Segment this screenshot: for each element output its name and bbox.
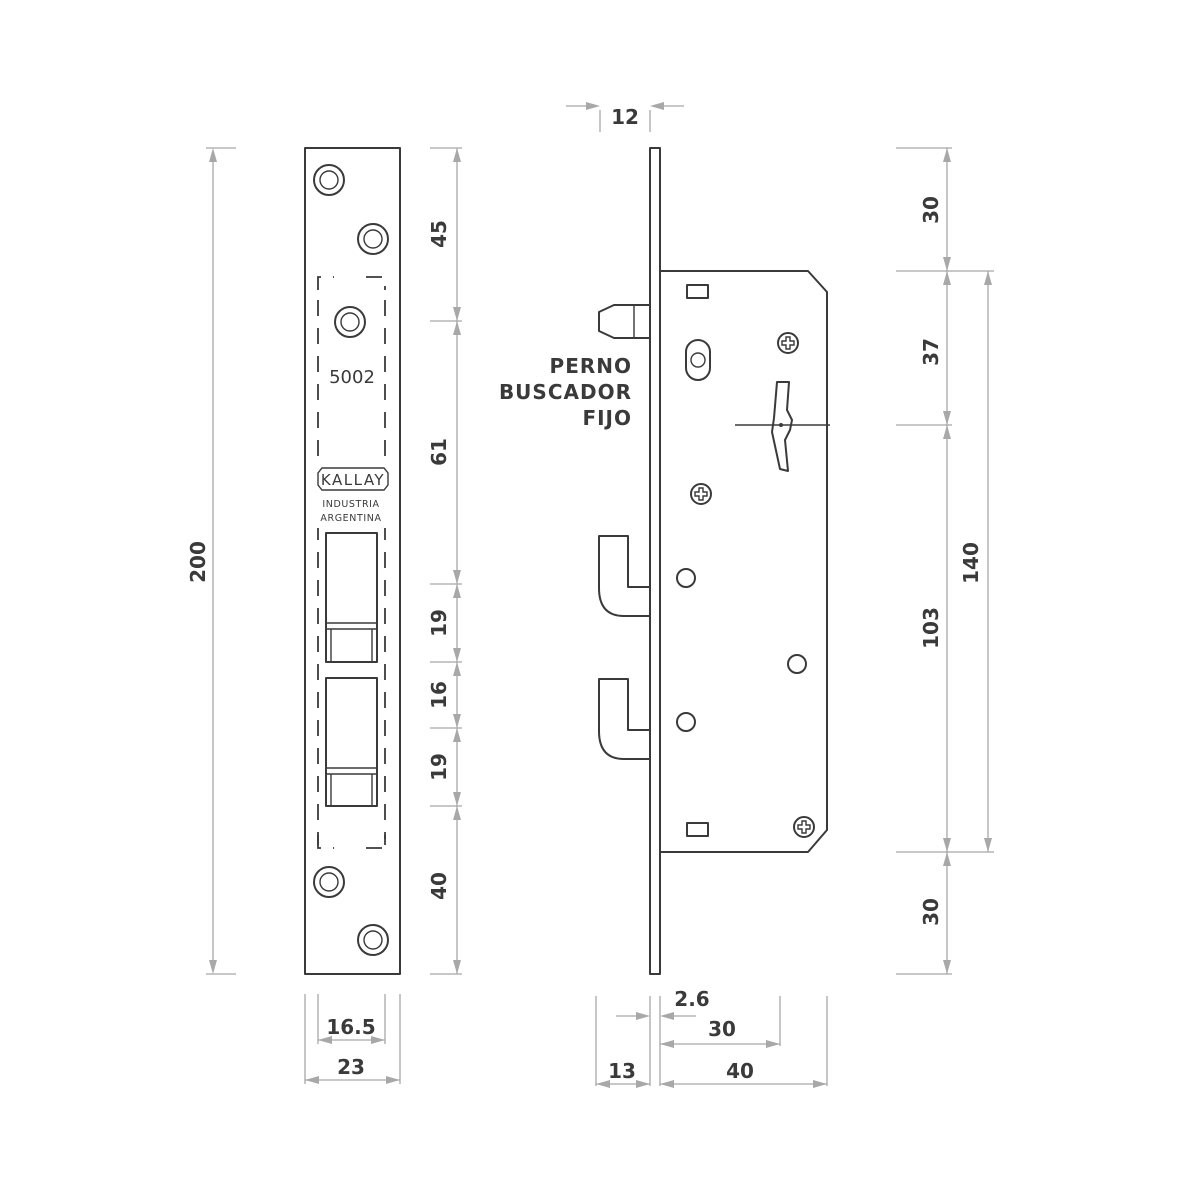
- dim-segment-2: 61: [427, 438, 451, 466]
- fixed-finder-pin: [598, 304, 650, 339]
- dim-faceplate-depth: 2.6: [674, 987, 709, 1011]
- screw-middle: [690, 483, 712, 505]
- dimension-values: 200 45 61 19 16 19 40 16.5 23 12 2.6 30 …: [186, 105, 983, 1083]
- dim-latch-projection: 13: [608, 1059, 636, 1083]
- dim-hole-spacing-width: 16.5: [326, 1015, 375, 1039]
- dimension-lines: [206, 102, 994, 1088]
- callout-line-3: FIJO: [582, 406, 632, 430]
- dim-spindle-to-bottom: 103: [919, 607, 943, 649]
- latch-bolt-upper: [325, 532, 378, 663]
- faceplate-outline: [304, 147, 401, 975]
- mounting-hole-center: [334, 306, 366, 338]
- dim-top-to-spindle: 37: [919, 338, 943, 366]
- faceplate-side: [649, 147, 661, 975]
- mounting-hole-top-right: [357, 223, 389, 255]
- screw-top: [777, 332, 799, 354]
- dim-segment-4: 16: [427, 681, 451, 709]
- dim-segment-bottom: 40: [427, 872, 451, 900]
- mounting-hole-bottom-left: [313, 866, 345, 898]
- rivet-2: [787, 654, 807, 674]
- dim-top-offset: 30: [919, 196, 943, 224]
- cam-oval: [685, 339, 711, 381]
- hook-bolt-lower: [598, 678, 651, 760]
- mounting-hole-bottom-right: [357, 924, 389, 956]
- latch-bolt-lower: [325, 677, 378, 807]
- dim-faceplate-width: 23: [337, 1055, 365, 1079]
- dim-backset: 30: [708, 1017, 736, 1041]
- spindle-lever: [735, 381, 830, 472]
- brand-logo: KALLAY INDUSTRIA ARGENTINA: [310, 462, 396, 528]
- side-view: PERNO BUSCADOR FIJO: [499, 147, 830, 975]
- dim-total-height: 200: [186, 541, 210, 583]
- rivet-3: [676, 712, 696, 732]
- hook-bolt-upper: [598, 535, 651, 617]
- brand-name: KALLAY: [321, 471, 385, 489]
- case-slot-bottom: [686, 822, 709, 837]
- dim-segment-5: 19: [427, 753, 451, 781]
- case-slot-top: [686, 284, 709, 299]
- hidden-case-outline: [317, 276, 386, 849]
- lock-case-body: [660, 270, 828, 853]
- dim-segment-top: 45: [427, 220, 451, 248]
- front-view: 5002 KALLAY INDUSTRIA ARGENTINA: [304, 147, 401, 975]
- dim-faceplate-thickness: 12: [611, 105, 639, 129]
- dim-case-depth: 40: [726, 1059, 754, 1083]
- screw-bottom: [793, 816, 815, 838]
- mounting-hole-top-left: [313, 164, 345, 196]
- dim-case-height: 140: [959, 542, 983, 584]
- rivet-1: [676, 568, 696, 588]
- callout-line-1: PERNO: [550, 354, 632, 378]
- callout-line-2: BUSCADOR: [499, 380, 632, 404]
- model-number: 5002: [329, 367, 375, 388]
- dim-bottom-offset: 30: [919, 898, 943, 926]
- dim-segment-3: 19: [427, 609, 451, 637]
- brand-line-1: INDUSTRIA: [322, 499, 379, 510]
- brand-line-2: ARGENTINA: [320, 513, 381, 524]
